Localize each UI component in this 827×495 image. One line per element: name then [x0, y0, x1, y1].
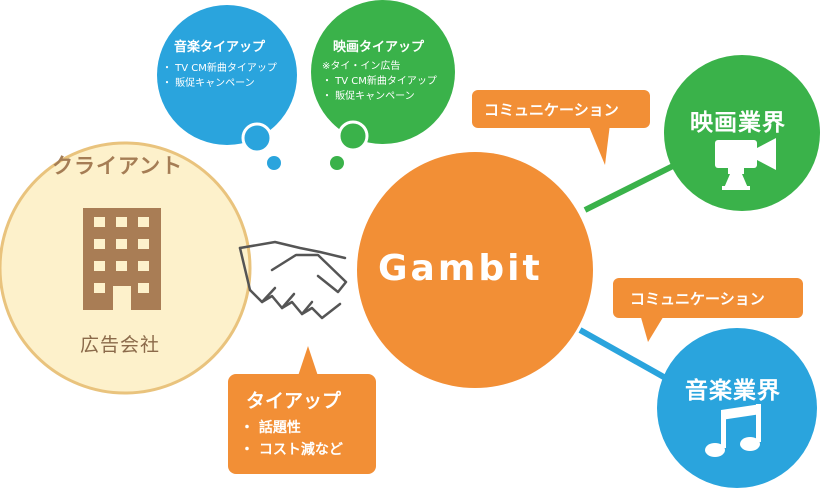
movie-tieup-title: 映画タイアップ [333, 40, 425, 55]
movie-tieup-item: ・ TV CM新曲タイアップ [322, 76, 437, 87]
video-camera-icon [715, 138, 776, 190]
tieup-callout-title: タイアップ [246, 390, 342, 412]
building-icon [83, 208, 161, 310]
communication-callout-bottom-label: コミュニケーション [630, 290, 765, 308]
movie-tieup-bubble [311, 0, 455, 170]
client-title: クライアント [52, 154, 184, 178]
movie-industry-label: 映画業界 [690, 110, 786, 136]
music-tieup-item: ・ TV CM新曲タイアップ [162, 63, 277, 74]
communication-callout-top-box [472, 90, 650, 165]
gambit-circle [357, 152, 593, 388]
tieup-callout-item: ・ 話題性 [240, 420, 301, 436]
communication-callout-bottom-box [613, 278, 803, 342]
music-note-icon [705, 404, 761, 457]
tieup-callout-item: ・ コスト減など [240, 442, 343, 458]
movie-tieup-item: ※タイ・イン広告 [322, 61, 401, 72]
client-subtitle: 広告会社 [80, 334, 161, 356]
music-tieup-bubble [157, 5, 297, 170]
handshake-icon [238, 240, 348, 320]
gambit-label: Gambit [378, 248, 543, 289]
movie-industry-circle [664, 55, 820, 211]
movie-tieup-item: ・ 販促キャンペーン [322, 91, 415, 102]
music-industry-label: 音楽業界 [685, 378, 781, 404]
music-tieup-title: 音楽タイアップ [174, 40, 266, 55]
connector-music-line [578, 327, 680, 388]
connector-movie-line [583, 162, 677, 213]
tieup-callout-box [228, 346, 376, 474]
communication-callout-top-label: コミュニケーション [484, 101, 619, 119]
music-tieup-item: ・ 販促キャンペーン [162, 78, 255, 89]
